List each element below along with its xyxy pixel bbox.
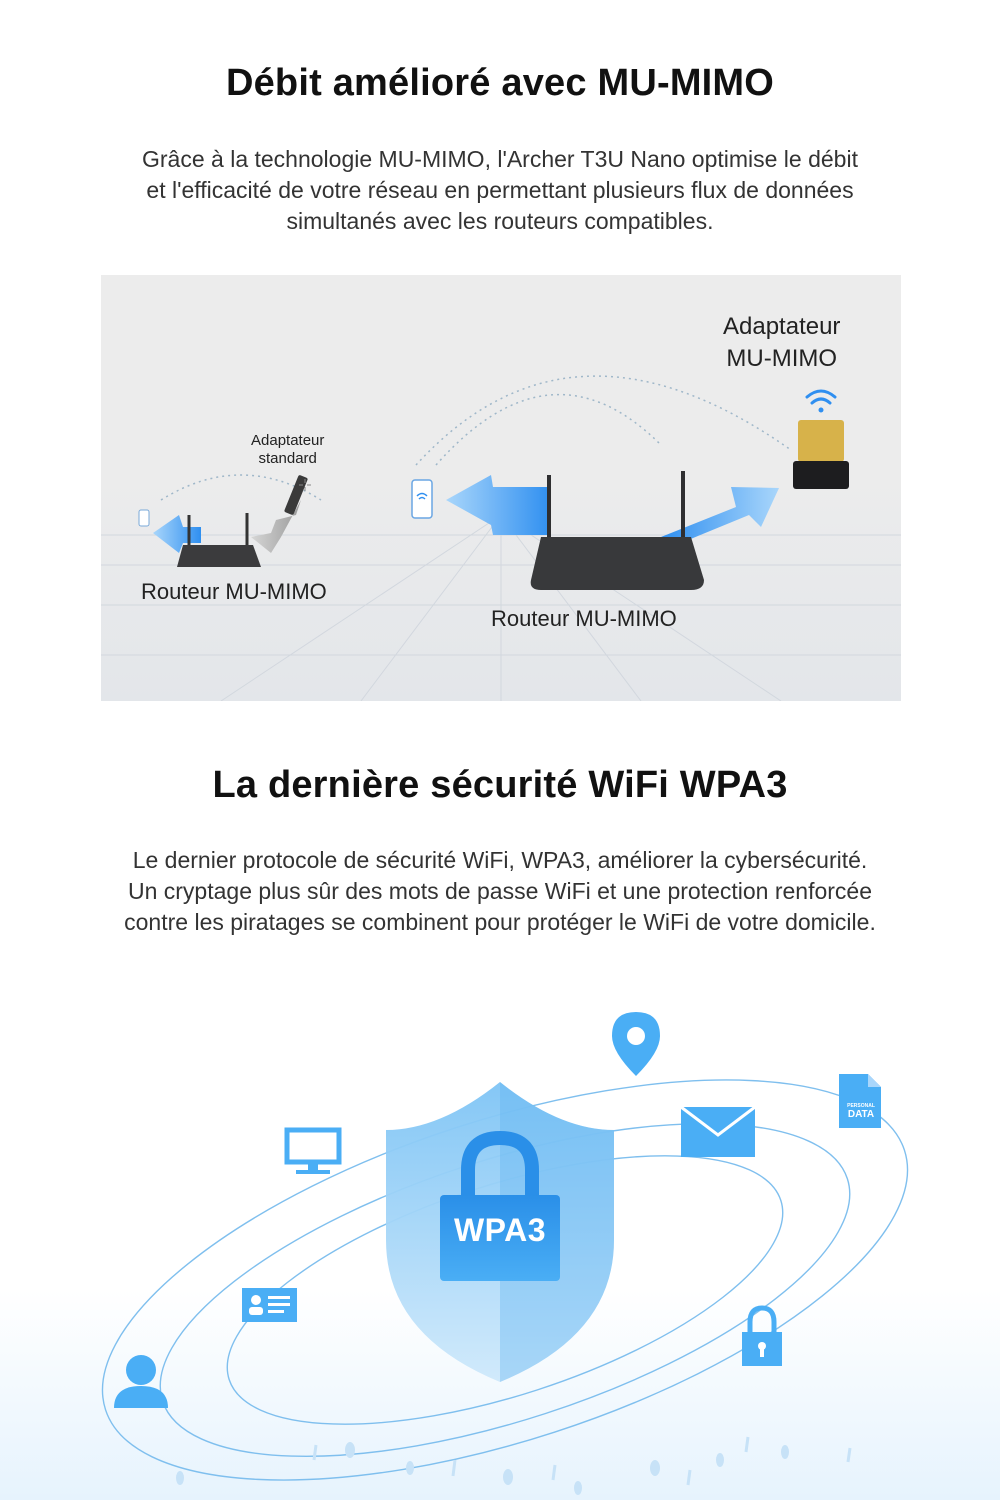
section1-paragraph: Grâce à la technologie MU-MIMO, l'Archer… — [50, 144, 950, 237]
small-blue-beam — [153, 515, 201, 553]
section2-paragraph-line: contre les piratages se combinent pour p… — [124, 909, 876, 935]
personal-data-label: PERSONAL DATA — [847, 1103, 875, 1120]
standard-adapter-label: Adaptateur standard — [251, 432, 325, 467]
mumimo-illustration: Routeur MU-MIMO Adaptateur standard Rout… — [101, 275, 901, 701]
binary-decoration-ones — [312, 1436, 852, 1486]
adapter-wifi-icon — [805, 389, 837, 405]
small-signal-arc — [160, 474, 322, 501]
section2-title: La dernière sécurité WiFi WPA3 — [212, 764, 788, 806]
phone-icon — [411, 479, 433, 519]
small-grey-beam — [251, 500, 301, 553]
section2-paragraph-line: Le dernier protocole de sécurité WiFi, W… — [132, 847, 868, 873]
small-phone-icon — [138, 509, 150, 527]
mumimo-adapter-label: Adaptateur MU-MIMO — [723, 313, 841, 372]
padlock-shackle — [747, 1305, 777, 1335]
router-icon — [530, 537, 704, 590]
user-icon — [126, 1355, 156, 1385]
right-router-label: Routeur MU-MIMO — [491, 606, 677, 631]
monitor-icon — [284, 1127, 342, 1165]
wpa3-badge-label: WPA3 — [453, 1212, 547, 1248]
phone-wifi-icon — [416, 492, 428, 500]
signal-arc-outer — [415, 375, 792, 466]
section1-paragraph-line: simultanés avec les routeurs compatibles… — [286, 208, 714, 234]
section2-paragraph: Le dernier protocole de sécurité WiFi, W… — [50, 845, 950, 938]
wpa3-scene — [0, 1012, 1000, 1500]
small-router-icon — [177, 545, 261, 567]
personal-data-file-icon — [839, 1074, 881, 1128]
mumimo-adapter-icon — [793, 461, 849, 489]
section1-title: Débit amélioré avec MU-MIMO — [225, 62, 775, 104]
loading-icon — [299, 479, 311, 491]
binary-decoration — [176, 1442, 789, 1495]
section1-paragraph-line: Grâce à la technologie MU-MIMO, l'Archer… — [142, 146, 858, 172]
blue-beam-right — [661, 487, 779, 545]
shield-lock-shackle — [461, 1130, 539, 1200]
section2-paragraph-line: Un cryptage plus sûr des mots de passe W… — [127, 878, 873, 904]
signal-arc-inner — [435, 393, 662, 466]
section1-paragraph-line: et l'efficacité de votre réseau en perme… — [146, 177, 854, 203]
mumimo-adapter-gold-plate — [798, 420, 844, 462]
left-router-label: Routeur MU-MIMO — [141, 579, 327, 604]
shield-lock-icon — [440, 1195, 560, 1281]
blue-beam-left — [446, 475, 551, 535]
mumimo-scene — [101, 375, 901, 701]
wpa3-illustration: WPA3 PERSONAL DATA — [0, 990, 1000, 1500]
